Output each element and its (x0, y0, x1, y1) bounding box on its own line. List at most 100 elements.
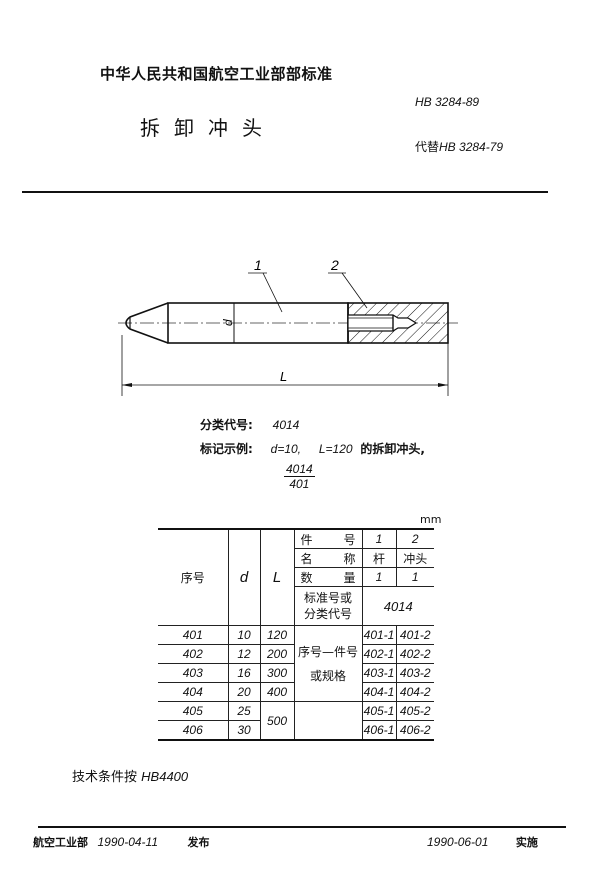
svg-text:d: d (221, 319, 235, 326)
row-part-2: 403-2 (395, 663, 434, 683)
qty-char-2: 量 (343, 570, 356, 585)
row-seq: 401 (158, 625, 229, 645)
qty-char-1: 数 (300, 570, 313, 585)
header-name-label: 名称 (293, 548, 363, 568)
table-row: 406 30 406-1 406-2 (158, 720, 434, 741)
row-seq: 404 (158, 682, 229, 702)
row-part-2: 401-2 (395, 625, 434, 645)
effective-date: 1990-06-01 (427, 835, 489, 849)
technical-conditions-label: 技术条件按 (72, 770, 138, 785)
row-seq: 402 (158, 644, 229, 664)
marking-condition-L: L=120 (318, 442, 353, 456)
issue-date: 1990-04-11 (97, 835, 159, 849)
part-no-char-1: 件 (300, 532, 313, 547)
issuing-organization: 中华人民共和国航空工业部部标准 (100, 65, 333, 83)
footer-divider (38, 826, 566, 828)
classification-value: 4014 (272, 418, 300, 432)
spec-empty-cell (293, 701, 363, 741)
header-part-no-label: 件号 (293, 528, 363, 549)
std-value: 4014 (361, 586, 434, 626)
table-row: 402 12 200 402-1 402-2 (158, 644, 434, 664)
header-std-label: 标准号或 分类代号 (293, 586, 363, 626)
row-L: 400 (259, 682, 295, 702)
row-d: 30 (227, 720, 261, 741)
part-qty-1: 1 (361, 567, 397, 587)
name-char-1: 名 (300, 551, 313, 566)
document-title: 拆卸冲头 (140, 116, 276, 140)
spec-label-cell: 序号—件号 或规格 (293, 625, 363, 702)
marking-fraction: 4014 401 (284, 462, 315, 491)
part-name-2: 冲头 (395, 548, 434, 568)
row-L: 120 (259, 625, 295, 645)
row-part-1: 403-1 (361, 663, 397, 683)
row-L-merged: 500 (259, 701, 295, 741)
row-seq: 403 (158, 663, 229, 683)
part-name-1: 杆 (361, 548, 397, 568)
std-label-line-1: 标准号或 (303, 591, 352, 605)
row-part-1: 406-1 (361, 720, 397, 741)
header-row-qty: 数量 1 1 (158, 567, 434, 587)
row-d: 16 (227, 663, 261, 683)
row-part-1: 405-1 (361, 701, 397, 721)
issuer: 航空工业部 (33, 836, 88, 849)
row-d: 20 (227, 682, 261, 702)
row-part-2: 406-2 (395, 720, 434, 741)
footer-effective: 1990-06-01 实施 (427, 834, 538, 850)
svg-text:2: 2 (330, 257, 339, 273)
header-qty-label: 数量 (293, 567, 363, 587)
std-label-line-2: 分类代号 (303, 607, 352, 621)
svg-text:L: L (280, 369, 287, 384)
replaces-label: 代替 (415, 140, 440, 154)
spec-label-line-2: 或规格 (309, 668, 346, 683)
name-char-2: 称 (343, 551, 356, 566)
classification-line: 分类代号: 4014 (200, 416, 299, 433)
replaces-standard: 代替HB 3284-79 (415, 138, 503, 155)
marking-example-label: 标记示例: (200, 442, 253, 456)
row-d: 12 (227, 644, 261, 664)
row-seq: 406 (158, 720, 229, 741)
standard-code: HB 3284-89 (415, 95, 480, 109)
punch-technical-drawing: d 1 2 L (118, 257, 458, 396)
row-d: 25 (227, 701, 261, 721)
fraction-denominator: 401 (289, 477, 310, 491)
header-d: d (227, 528, 261, 626)
header-row-name: 名称 杆 冲头 (158, 548, 434, 568)
part-no-1: 1 (361, 528, 397, 549)
row-part-1: 402-1 (361, 644, 397, 664)
part-no-char-2: 号 (343, 532, 356, 547)
dimension-table: 序号 d L 件号 1 2 名称 杆 冲头 数量 1 1 标准号或 分类代号 4… (158, 528, 434, 741)
row-L: 200 (259, 644, 295, 664)
header-L: L (259, 528, 295, 626)
row-part-1: 401-1 (361, 625, 397, 645)
effective-label: 实施 (515, 836, 538, 849)
classification-label: 分类代号: (200, 418, 253, 432)
svg-text:1: 1 (254, 257, 262, 273)
technical-conditions: 技术条件按 HB4400 (72, 766, 188, 785)
table-row: 403 16 300 403-1 403-2 (158, 663, 434, 683)
row-d: 10 (227, 625, 261, 645)
table-row: 405 25 500 405-1 405-2 (158, 701, 434, 741)
marking-description: 的拆卸冲头, (360, 442, 425, 456)
header-row-std: 标准号或 分类代号 4014 (158, 586, 434, 626)
fraction-numerator: 4014 (284, 462, 315, 477)
marking-condition-d: d=10, (270, 442, 302, 456)
unit-label: mm (420, 513, 442, 526)
row-part-2: 404-2 (395, 682, 434, 702)
header-row-part-no: 序号 d L 件号 1 2 (158, 528, 434, 626)
marking-example-line: 标记示例: d=10, L=120 的拆卸冲头, (200, 440, 425, 457)
row-part-1: 404-1 (361, 682, 397, 702)
header-seq: 序号 (158, 528, 229, 626)
technical-conditions-value: HB4400 (141, 769, 189, 784)
footer-issue: 航空工业部 1990-04-11 发布 (33, 834, 210, 850)
row-part-2: 402-2 (395, 644, 434, 664)
header-divider (22, 191, 548, 193)
row-seq: 405 (158, 701, 229, 721)
row-part-2: 405-2 (395, 701, 434, 721)
row-L: 300 (259, 663, 295, 683)
issue-label: 发布 (187, 836, 210, 849)
table-row: 401 10 120 序号—件号 或规格 401-1 401-2 (158, 625, 434, 702)
spec-label-line-1: 序号—件号 (297, 644, 358, 659)
replaces-code: HB 3284-79 (439, 140, 504, 154)
part-no-2: 2 (395, 528, 434, 549)
part-qty-2: 1 (395, 567, 434, 587)
